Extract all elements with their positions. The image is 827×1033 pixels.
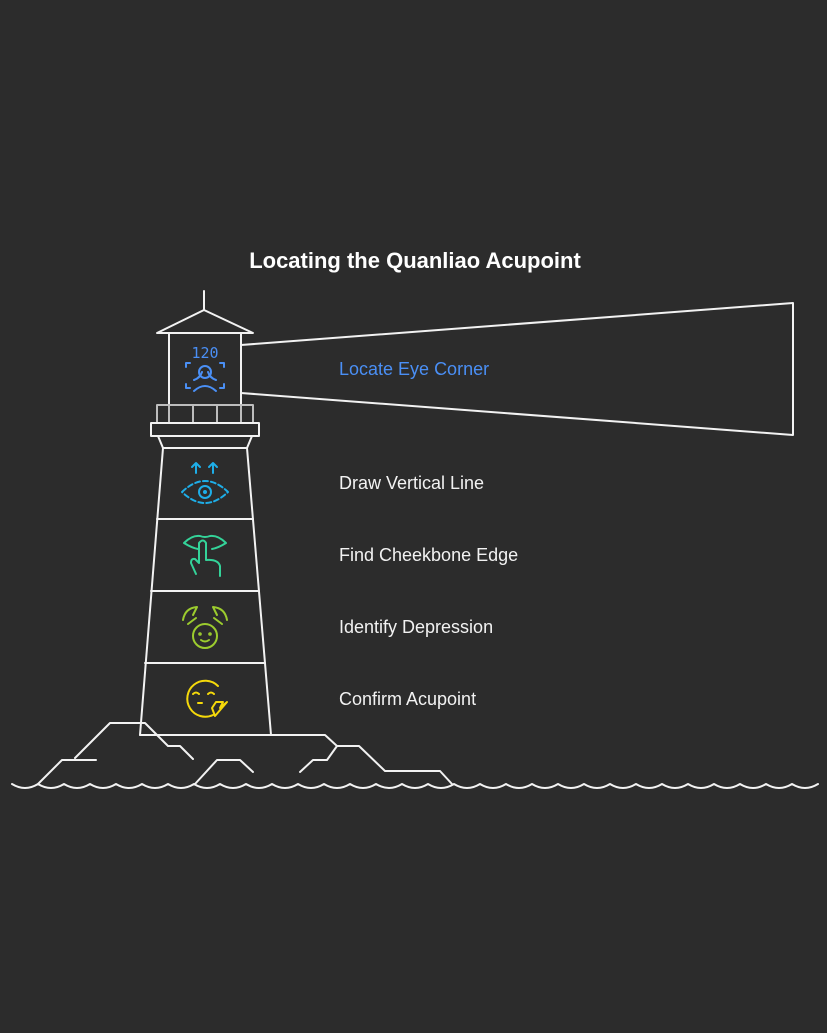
diagram-title: Locating the Quanliao Acupoint	[249, 248, 581, 273]
scan-number: 120	[191, 344, 218, 362]
face-scan-icon: 120	[185, 344, 225, 392]
light-beam	[240, 302, 794, 436]
eye-arrows-icon	[181, 462, 229, 504]
rocks	[37, 722, 453, 785]
step-label-identify-depression: Identify Depression	[339, 617, 494, 637]
waves	[11, 783, 819, 789]
face-massage-icon	[182, 606, 228, 649]
step-label-locate-eye-corner: Locate Eye Corner	[339, 359, 490, 379]
finger-lips-icon	[183, 534, 227, 577]
face-touch-icon	[186, 679, 228, 718]
step-label-draw-vertical-line: Draw Vertical Line	[339, 473, 485, 493]
step-label-find-cheekbone-edge: Find Cheekbone Edge	[339, 545, 519, 565]
step-label-confirm-acupoint: Confirm Acupoint	[339, 689, 477, 709]
